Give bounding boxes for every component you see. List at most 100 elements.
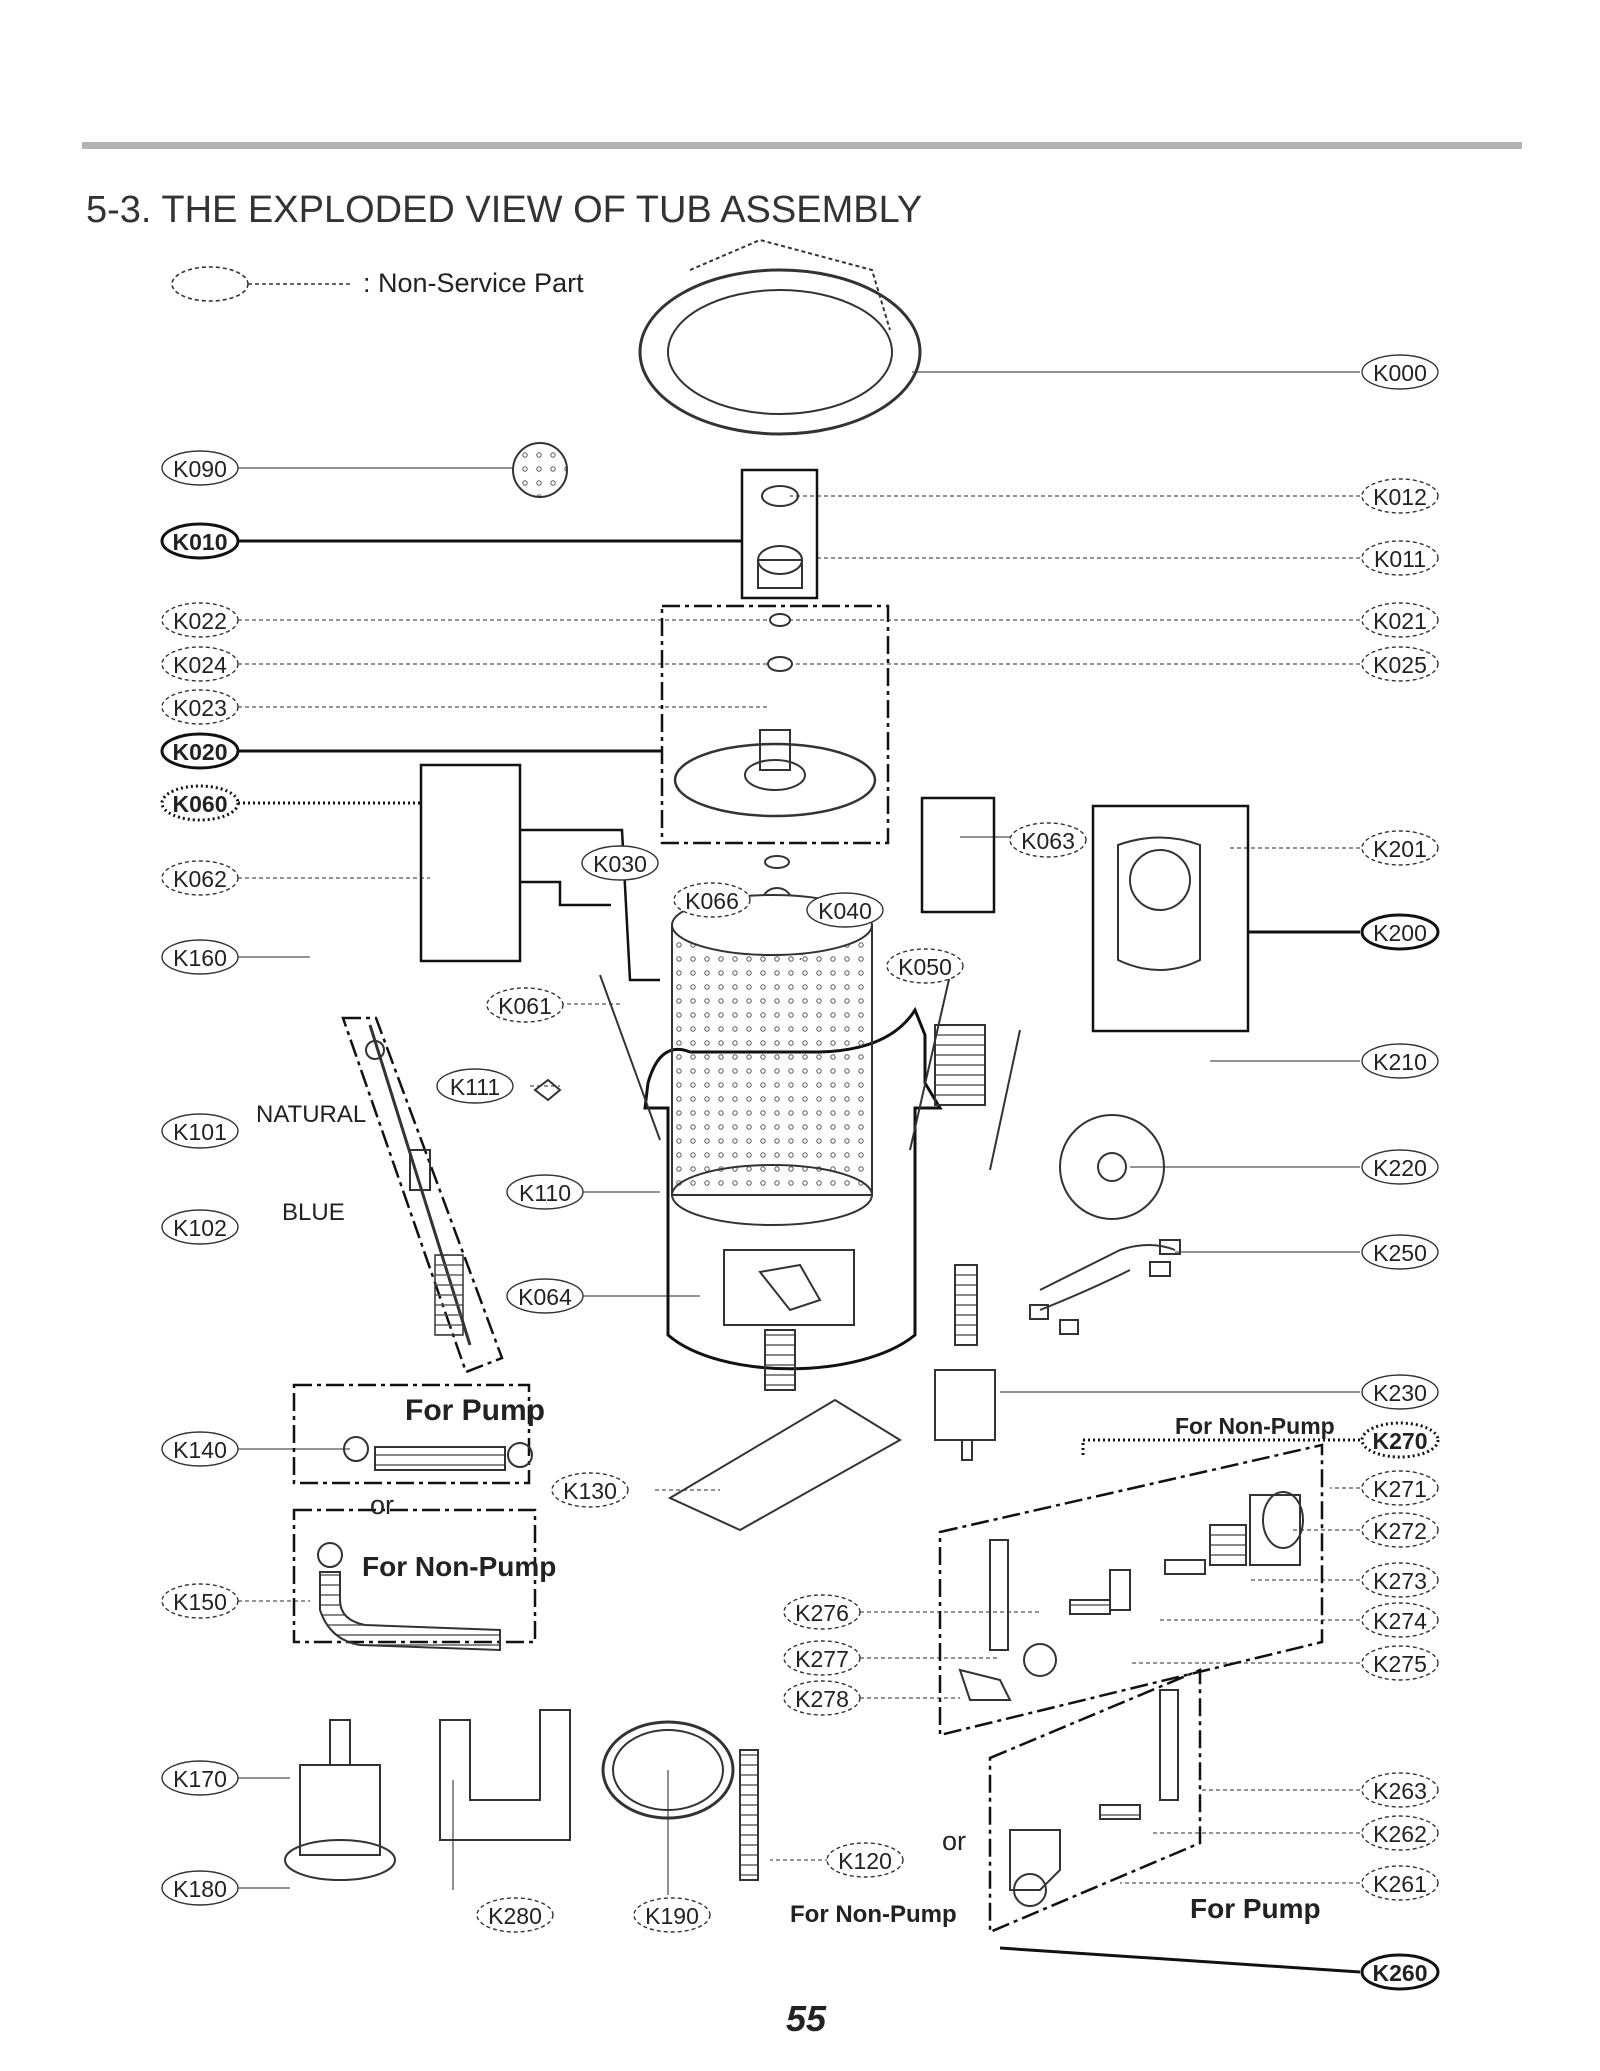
part-K274-text: K274 xyxy=(1373,1608,1427,1634)
hose-non-pump xyxy=(319,1571,501,1652)
part-K102-text: K102 xyxy=(173,1215,227,1241)
or-text: or xyxy=(370,1490,394,1520)
tub-basket xyxy=(671,924,873,1196)
for-non-pump-valve-text: For Non-Pump xyxy=(1175,1413,1335,1439)
part-K111-text: K111 xyxy=(450,1074,500,1100)
label-K102: K102 xyxy=(161,1209,239,1245)
label-K263: K263 xyxy=(1361,1772,1439,1808)
or-valve-text: or xyxy=(942,1826,966,1856)
belt xyxy=(601,1720,735,1820)
part-K190-text: K190 xyxy=(645,1903,699,1929)
for-non-pump-text: For Non-Pump xyxy=(362,1551,556,1582)
part-K022-text: K022 xyxy=(173,608,227,634)
label-K273: K273 xyxy=(1361,1562,1439,1598)
label-K011: K011 xyxy=(1361,540,1439,576)
drain-hose xyxy=(739,1749,759,1881)
label-K023: K023 xyxy=(161,689,239,725)
label-K277: K277 xyxy=(783,1640,861,1676)
label-K024: K024 xyxy=(161,646,239,682)
part-K150-text: K150 xyxy=(173,1589,227,1615)
part-K110-text: K110 xyxy=(519,1180,571,1206)
motor-pulley-fan xyxy=(1059,1114,1165,1220)
label-K025: K025 xyxy=(1361,646,1439,682)
label-K272: K272 xyxy=(1361,1512,1439,1548)
part-K120-text: K120 xyxy=(838,1848,892,1874)
part-K270-text: K270 xyxy=(1373,1428,1428,1454)
label-K020: K020 xyxy=(160,732,240,770)
bold-leaders xyxy=(238,539,1361,1974)
label-K030: K030 xyxy=(581,845,659,881)
page-number: 55 xyxy=(786,1998,827,2039)
part-K277-text: K277 xyxy=(795,1646,849,1672)
wire-harness xyxy=(1029,1239,1181,1335)
drain-motor xyxy=(299,1764,381,1856)
part-K261-text: K261 xyxy=(1373,1871,1427,1897)
label-K274: K274 xyxy=(1361,1602,1439,1638)
part-K200-text: K200 xyxy=(1373,920,1427,946)
part-K101-text: K101 xyxy=(173,1119,227,1145)
part-K011-text: K011 xyxy=(1374,546,1426,572)
part-K210-text: K210 xyxy=(1373,1049,1427,1075)
part-K010-text: K010 xyxy=(173,529,228,555)
suspension-rod-right-1 xyxy=(909,974,951,1151)
part-K040-text: K040 xyxy=(818,898,872,924)
label-K061: K061 xyxy=(486,987,564,1023)
part-K271-text: K271 xyxy=(1373,1476,1427,1502)
label-K271: K271 xyxy=(1361,1470,1439,1506)
label-K101: K101 xyxy=(161,1113,239,1149)
label-K275: K275 xyxy=(1361,1645,1439,1681)
label-K000: K000 xyxy=(1361,354,1439,390)
legend-text: : Non-Service Part xyxy=(363,268,584,298)
annotations: NATURAL BLUE For Pump or For Non-Pump Fo… xyxy=(256,1101,1335,1928)
label-K110: K110 xyxy=(506,1174,584,1210)
part-K130-text: K130 xyxy=(563,1478,617,1504)
part-K061-text: K061 xyxy=(498,993,552,1019)
label-K170: K170 xyxy=(161,1760,239,1796)
part-K180-text: K180 xyxy=(173,1876,227,1902)
part-K140-text: K140 xyxy=(173,1437,227,1463)
label-K066: K066 xyxy=(673,882,751,918)
label-K111: K111 xyxy=(436,1068,514,1104)
label-K200: K200 xyxy=(1360,913,1440,951)
part-K250-text: K250 xyxy=(1373,1240,1427,1266)
label-K012: K012 xyxy=(1361,478,1439,514)
part-K060-text: K060 xyxy=(173,791,228,817)
label-K220: K220 xyxy=(1361,1149,1439,1185)
label-K230: K230 xyxy=(1361,1374,1439,1410)
label-K276: K276 xyxy=(783,1594,861,1630)
part-K273-text: K273 xyxy=(1373,1568,1427,1594)
part-K220-text: K220 xyxy=(1373,1155,1427,1181)
label-K010: K010 xyxy=(160,522,240,560)
part-K276-text: K276 xyxy=(795,1600,849,1626)
blue-text: BLUE xyxy=(282,1199,345,1226)
hose-pump xyxy=(374,1446,506,1471)
part-K012-text: K012 xyxy=(1373,484,1427,510)
suspension-rod-right-2 xyxy=(989,1029,1021,1171)
label-K050: K050 xyxy=(886,948,964,984)
label-K120: K120 xyxy=(826,1842,904,1878)
label-K062: K062 xyxy=(161,860,239,896)
tub-ring xyxy=(638,268,922,436)
part-K160-text: K160 xyxy=(173,945,227,971)
part-K280-text: K280 xyxy=(488,1903,542,1929)
label-K190: K190 xyxy=(633,1897,711,1933)
part-K201-text: K201 xyxy=(1373,836,1427,862)
part-K063-text: K063 xyxy=(1021,828,1075,854)
part-K275-text: K275 xyxy=(1373,1651,1427,1677)
part-K262-text: K262 xyxy=(1373,1821,1427,1847)
page-title: 5-3. THE EXPLODED VIEW OF TUB ASSEMBLY xyxy=(86,189,922,231)
label-K160: K160 xyxy=(161,939,239,975)
label-K150: K150 xyxy=(161,1583,239,1619)
natural-text: NATURAL xyxy=(256,1101,366,1128)
part-K066-text: K066 xyxy=(685,888,739,914)
label-K280: K280 xyxy=(476,1897,554,1933)
drain-valve xyxy=(934,1369,996,1441)
bracket xyxy=(439,1709,571,1841)
label-K021: K021 xyxy=(1361,602,1439,638)
label-K270: K270 xyxy=(1360,1421,1440,1459)
label-K064: K064 xyxy=(506,1278,584,1314)
for-pump-valve-text: For Pump xyxy=(1190,1893,1321,1924)
label-K180: K180 xyxy=(161,1870,239,1906)
part-K170-text: K170 xyxy=(173,1766,227,1792)
